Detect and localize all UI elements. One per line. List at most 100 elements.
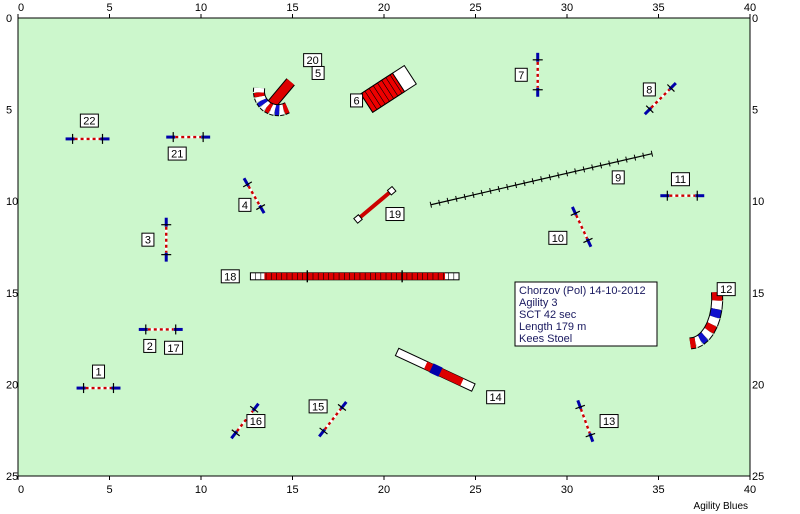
number-label-1: 1: [95, 367, 101, 379]
info-line-event: Chorzov (Pol) 14-10-2012: [519, 285, 646, 297]
jump-obstacle: [643, 82, 677, 116]
x-tick-label-top: 20: [378, 2, 390, 14]
jump-obstacle: [65, 133, 110, 144]
number-label-12: 12: [720, 284, 732, 296]
number-label-13: 13: [603, 416, 615, 428]
number-label-15: 15: [312, 401, 324, 413]
plank-slat: [472, 191, 475, 198]
number-box-2: [143, 338, 157, 353]
jump-post: [337, 403, 347, 411]
plank-slat: [523, 180, 526, 187]
y-tick-label-right: 20: [752, 379, 764, 391]
info-line-sct: SCT 42 sec: [519, 309, 577, 321]
chute-barrel: [360, 72, 406, 113]
number-label-11: 11: [675, 174, 686, 186]
tire-obstacle: [353, 185, 397, 224]
y-tick-label-right: 25: [752, 471, 764, 483]
number-label-9: 9: [615, 172, 621, 184]
plank-slat: [497, 185, 501, 193]
y-tick-label-left: 5: [6, 105, 12, 117]
tunnel-segment: [697, 332, 709, 345]
number-label-4: 4: [242, 200, 248, 212]
number-label-21: 21: [171, 149, 183, 161]
x-tick-label-bottom: 40: [744, 484, 756, 496]
plank-slat: [574, 168, 577, 175]
info-line-class: Agility 3: [519, 297, 558, 309]
jump-post: [645, 105, 654, 114]
y-tick-label-right: 0: [752, 13, 758, 25]
y-tick-label-left: 25: [6, 471, 18, 483]
chute-rib: [389, 74, 403, 94]
x-tick-label-top: 5: [106, 2, 112, 14]
x-tick-label-top: 15: [286, 2, 298, 14]
plank-slat: [548, 174, 552, 181]
jump-post: [666, 84, 675, 92]
y-tick-label-left: 10: [6, 196, 18, 208]
number-box-14: [486, 390, 506, 405]
jump-obstacle: [532, 52, 543, 97]
number-box-22: [79, 113, 99, 128]
x-tick-label-bottom: 25: [469, 484, 481, 496]
tunnel-segment: [264, 102, 274, 114]
plank-slat: [506, 184, 509, 191]
jump-obstacle: [660, 190, 705, 201]
chute-rib: [364, 90, 378, 110]
number-label-2: 2: [147, 341, 153, 353]
number-box-11: [670, 172, 690, 187]
plank-slat: [463, 193, 467, 200]
plank-slat: [489, 187, 492, 195]
plank-slat: [557, 172, 560, 179]
number-label-3: 3: [145, 235, 151, 247]
jump-post: [249, 405, 259, 413]
jump-post: [583, 237, 593, 244]
plank-slat: [480, 189, 484, 196]
number-box-19: [385, 207, 405, 222]
number-label-10: 10: [552, 233, 564, 245]
plank-slat: [608, 160, 611, 167]
x-tick-label-bottom: 15: [286, 484, 298, 496]
chute-rib: [385, 77, 399, 97]
plank-slat: [540, 176, 543, 183]
x-tick-label-top: 30: [561, 2, 573, 14]
tire-post: [353, 214, 363, 224]
plank-slat: [591, 164, 594, 171]
number-box-6: [350, 93, 364, 108]
number-label-17: 17: [167, 343, 179, 355]
tunnel-segment: [707, 315, 720, 327]
chute-obstacle: [360, 64, 417, 113]
plank-slat: [565, 170, 569, 177]
tunnel-segment: [281, 103, 290, 115]
number-label-16: 16: [250, 416, 262, 428]
number-box-1: [92, 364, 106, 379]
jump-obstacle: [76, 383, 121, 394]
chute-rib: [368, 88, 382, 108]
number-label-8: 8: [646, 84, 652, 96]
plank-obstacle: [429, 150, 654, 208]
dogwalk-obstacle: [249, 270, 460, 283]
x-tick-label-bottom: 20: [378, 484, 390, 496]
jump-obstacle: [575, 399, 596, 443]
jump-bar-stripes: [579, 408, 591, 434]
number-box-10: [548, 230, 568, 245]
number-box-16: [246, 414, 266, 429]
y-tick-label-left: 20: [6, 379, 18, 391]
x-tick-label-bottom: 5: [106, 484, 112, 496]
jump-obstacle: [318, 400, 348, 438]
plank-slat: [582, 166, 586, 173]
y-tick-label-left: 0: [6, 13, 12, 25]
plank-slat: [599, 162, 603, 169]
plank-slat: [455, 195, 458, 202]
jump-post: [585, 432, 596, 438]
obstacles: [65, 52, 724, 443]
number-label-5: 5: [315, 68, 321, 80]
plank-slat: [642, 152, 645, 159]
x-tick-label-bottom: 10: [195, 484, 207, 496]
jump-obstacle: [166, 132, 211, 143]
chute-rib: [381, 80, 394, 99]
jump-post: [570, 210, 581, 216]
brand-label: Agility Blues: [694, 501, 748, 512]
x-tick-label-bottom: 30: [561, 484, 573, 496]
plank-slat: [429, 201, 432, 208]
